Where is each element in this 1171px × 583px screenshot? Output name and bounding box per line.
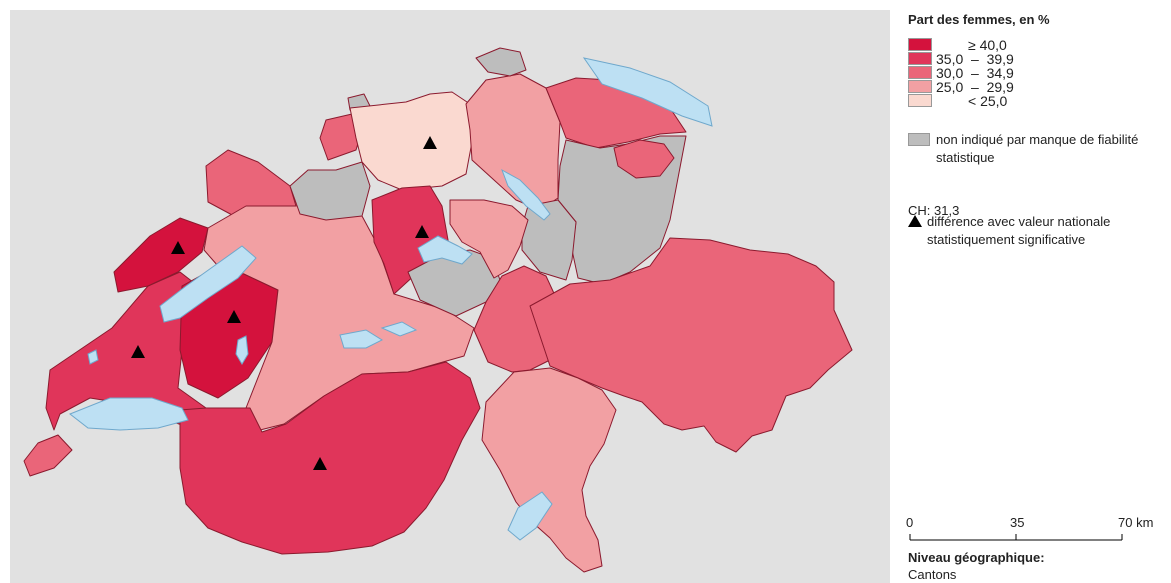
lake-5 [582, 57, 713, 127]
significance-note: différence avec valeur nationale statist… [927, 214, 1111, 247]
canton-solothurn [289, 161, 371, 221]
significance-marker-fribourg [227, 310, 241, 323]
lake-9 [507, 491, 553, 541]
significance-marker-aargau [423, 136, 437, 149]
legend: Part des femmes, en % ≥ 40,0 35,0 – 39,9… [906, 0, 1168, 583]
significance-marker-vaud [131, 345, 145, 358]
legend-label-class-3: 30,0 – 34,9 [936, 65, 1014, 81]
significance-marker-neuchatel [171, 241, 185, 254]
legend-title: Part des femmes, en % [908, 12, 1050, 27]
legend-swatch-class-4 [908, 80, 932, 93]
switzerland-map [23, 47, 853, 573]
significance-marker-luzern [415, 225, 429, 238]
canton-valais [179, 361, 481, 555]
scale-bar [909, 534, 1123, 541]
canton-aargau [349, 91, 473, 191]
legend-swatch-class-2 [908, 52, 932, 65]
canton-geneve [23, 434, 73, 477]
legend-swatch-class-3 [908, 66, 932, 79]
national-value: CH: 31,3 [908, 203, 960, 218]
lake-7 [417, 235, 473, 265]
lake-2 [69, 397, 189, 431]
lake-10 [87, 349, 99, 365]
lake-3 [339, 329, 384, 349]
significance-marker-valais [313, 457, 327, 470]
legend-swatch-class-1 [908, 38, 932, 51]
canton-schaffhausen [475, 47, 527, 77]
geo-level-value: Cantons [908, 567, 957, 582]
lake-1 [159, 245, 257, 323]
scale-label-35: 35 [1010, 515, 1025, 530]
canton-zug-schwyz [449, 199, 529, 279]
triangle-icon [908, 215, 922, 227]
scale-label-0: 0 [906, 515, 914, 530]
map-frame [10, 10, 890, 583]
lake-8 [235, 335, 249, 365]
canton-neuchatel [113, 217, 209, 293]
legend-label-not-reliable: non indiqué par manque de fiabilité stat… [936, 132, 1139, 165]
legend-label-class-4: 25,0 – 29,9 [936, 79, 1014, 95]
canton-appenzell [613, 139, 675, 179]
scale-label-70: 70 km [1118, 515, 1154, 530]
legend-label-class-2: 35,0 – 39,9 [936, 51, 1014, 67]
geo-level-title: Niveau géographique: [908, 550, 1045, 565]
legend-label-class-1: ≥ 40,0 [968, 37, 1007, 53]
legend-label-class-5: < 25,0 [968, 93, 1008, 109]
canton-ticino [481, 367, 617, 573]
legend-swatch-not-reliable [908, 133, 930, 146]
canton-graubunden [529, 237, 853, 453]
lake-6 [501, 168, 551, 221]
lake-4 [380, 321, 418, 337]
legend-swatch-class-5 [908, 94, 932, 107]
